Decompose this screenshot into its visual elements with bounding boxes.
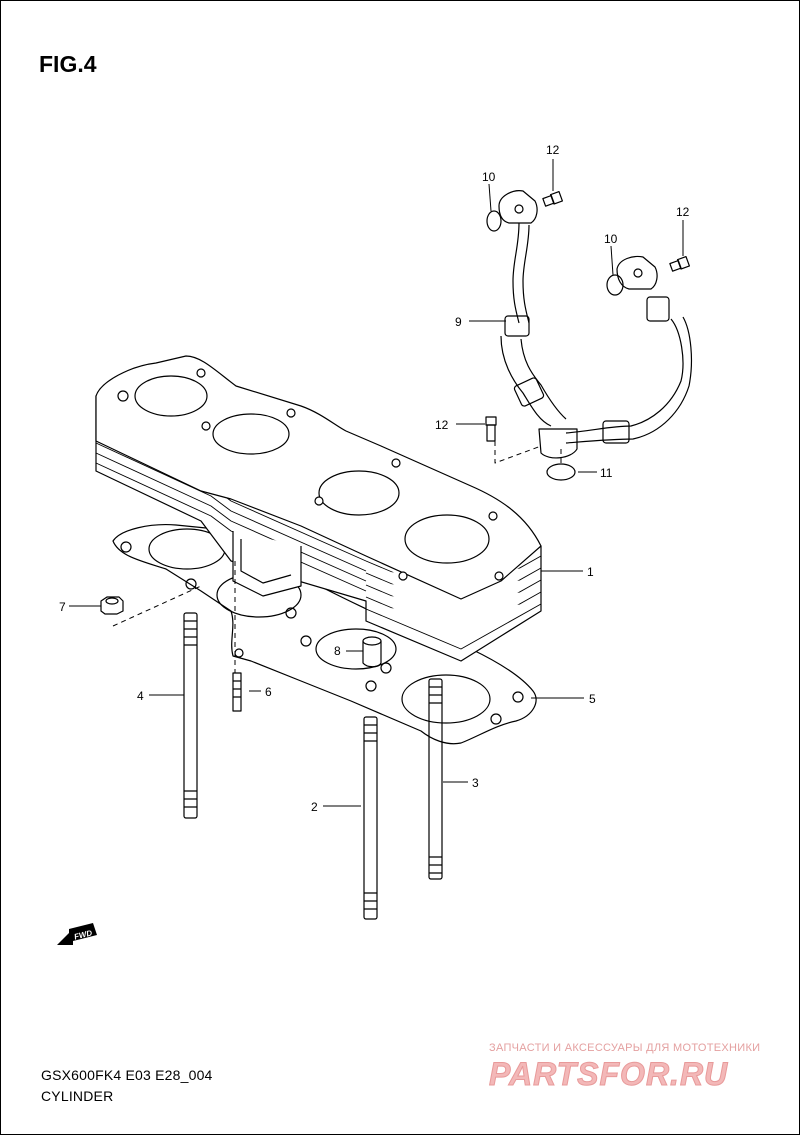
watermark: ЗАПЧАСТИ И АКСЕССУАРЫ ДЛЯ МОТОТЕХНИКИ PA… bbox=[489, 1042, 789, 1093]
bolt-12b bbox=[669, 255, 691, 272]
watermark-tagline: ЗАПЧАСТИ И АКСЕССУАРЫ ДЛЯ МОТОТЕХНИКИ bbox=[489, 1042, 761, 1054]
gasket-11 bbox=[546, 463, 576, 481]
model-code-caption: GSX600FK4 E03 E28_004 bbox=[41, 1067, 213, 1083]
callout-5: 5 bbox=[589, 692, 596, 706]
dowel-pin-8 bbox=[362, 636, 382, 668]
callout-1: 1 bbox=[587, 565, 594, 579]
callout-4: 4 bbox=[137, 689, 144, 703]
callout-12b: 12 bbox=[676, 205, 690, 219]
callout-12c: 12 bbox=[435, 418, 449, 432]
fwd-label: FWD bbox=[73, 928, 93, 941]
callout-3: 3 bbox=[472, 776, 479, 790]
figure-title: FIG.4 bbox=[39, 51, 97, 77]
callout-10b: 10 bbox=[604, 232, 618, 246]
callout-8: 8 bbox=[334, 644, 341, 658]
watermark-logo: PARTSFOR.RU bbox=[489, 1056, 729, 1093]
stud-2 bbox=[363, 716, 378, 920]
oil-hose-assembly bbox=[498, 190, 693, 459]
cylinder-block bbox=[95, 355, 542, 662]
stud-3 bbox=[428, 678, 443, 880]
fwd-arrow-icon: FWD bbox=[57, 923, 97, 945]
nut-7 bbox=[100, 596, 124, 615]
callout-9: 9 bbox=[455, 315, 462, 329]
callout-2: 2 bbox=[311, 800, 318, 814]
callout-10a: 10 bbox=[482, 170, 496, 184]
callout-12a: 12 bbox=[546, 143, 560, 157]
callout-7: 7 bbox=[59, 600, 66, 614]
washer-10b bbox=[606, 274, 624, 296]
callout-6: 6 bbox=[265, 685, 272, 699]
washer-10a bbox=[486, 210, 502, 232]
callout-11: 11 bbox=[600, 466, 613, 480]
bolt-12c bbox=[485, 416, 497, 442]
section-caption: CYLINDER bbox=[41, 1088, 114, 1104]
stud-4 bbox=[183, 612, 198, 819]
bolt-12a bbox=[542, 190, 564, 207]
stud-6 bbox=[232, 672, 242, 712]
